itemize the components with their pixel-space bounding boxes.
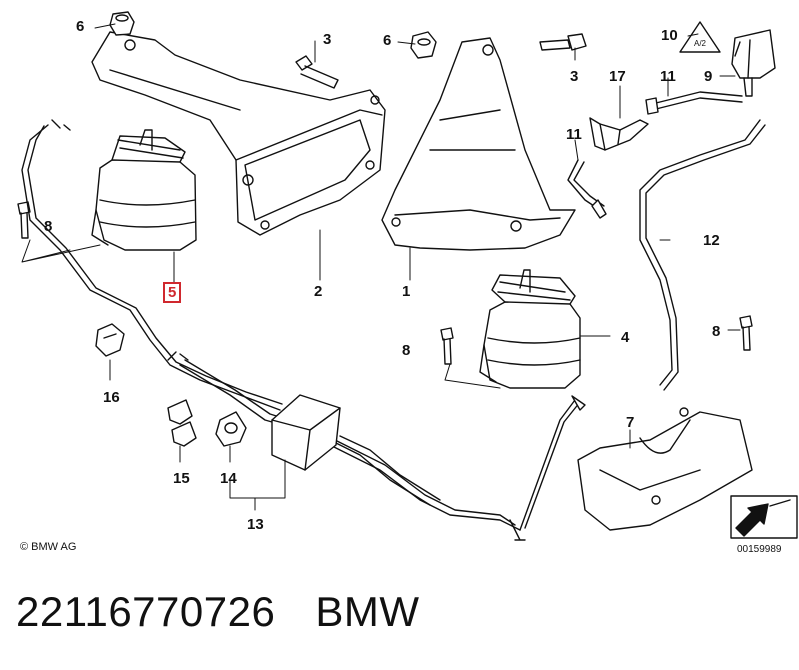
bolt-3-left bbox=[295, 55, 339, 89]
clip-15 bbox=[167, 399, 197, 447]
engine-mount-5 bbox=[91, 129, 197, 251]
callout-8-right: 8 bbox=[712, 323, 721, 340]
callout-3-right: 3 bbox=[570, 68, 579, 85]
callout-4: 4 bbox=[621, 329, 630, 346]
callout-16: 16 bbox=[103, 389, 120, 406]
callout-7: 7 bbox=[626, 414, 635, 431]
callout-17: 17 bbox=[609, 68, 626, 85]
copyright-label: © BMW AG bbox=[20, 541, 77, 553]
bolt-8-right bbox=[739, 315, 753, 351]
clip-16 bbox=[95, 323, 125, 357]
brand-name: BMW bbox=[315, 588, 420, 635]
bolt-3-right bbox=[539, 33, 587, 51]
callout-11-left: 11 bbox=[566, 126, 582, 143]
engine-support-bracket-1 bbox=[381, 37, 576, 251]
leader-lines bbox=[21, 23, 741, 511]
diagram-number: 00159989 bbox=[737, 544, 782, 555]
nut-6-right bbox=[410, 31, 437, 59]
hose-damper-box bbox=[271, 394, 341, 471]
callout-8-left: 8 bbox=[44, 218, 53, 235]
callout-3-left: 3 bbox=[323, 31, 332, 48]
callout-11-upper: 11 bbox=[660, 68, 676, 85]
hose-12 bbox=[639, 119, 766, 391]
bolt-8-center bbox=[440, 327, 454, 365]
direction-arrow-icon bbox=[730, 495, 798, 539]
connector-17 bbox=[589, 117, 649, 151]
hose-11-upper bbox=[645, 91, 743, 115]
engine-mount-4 bbox=[479, 269, 581, 389]
callout-15: 15 bbox=[173, 470, 190, 487]
warning-triangle-10: A/2 bbox=[679, 21, 721, 53]
callout-1: 1 bbox=[402, 283, 411, 300]
bracket-7 bbox=[577, 407, 753, 531]
footer-caption: 22116770726 BMW bbox=[16, 588, 419, 636]
callout-10: 10 bbox=[661, 27, 678, 44]
callout-8-center: 8 bbox=[402, 342, 411, 359]
engine-support-arm-2 bbox=[91, 31, 386, 236]
callout-5-highlighted[interactable]: 5 bbox=[163, 282, 182, 303]
svg-text:A/2: A/2 bbox=[694, 39, 707, 48]
callout-14: 14 bbox=[220, 470, 237, 487]
callout-9: 9 bbox=[704, 68, 713, 85]
part-number: 22116770726 bbox=[16, 588, 276, 635]
hose-11-left bbox=[567, 159, 607, 219]
callout-13: 13 bbox=[247, 516, 264, 533]
callout-6-right: 6 bbox=[383, 32, 392, 49]
callout-6-left: 6 bbox=[76, 18, 85, 35]
callout-12: 12 bbox=[703, 232, 720, 249]
callout-2: 2 bbox=[314, 283, 323, 300]
clip-14 bbox=[215, 411, 247, 447]
vacuum-hose-13 bbox=[21, 119, 586, 541]
nut-6-left bbox=[109, 11, 135, 36]
vacuum-valve-9 bbox=[731, 29, 776, 97]
